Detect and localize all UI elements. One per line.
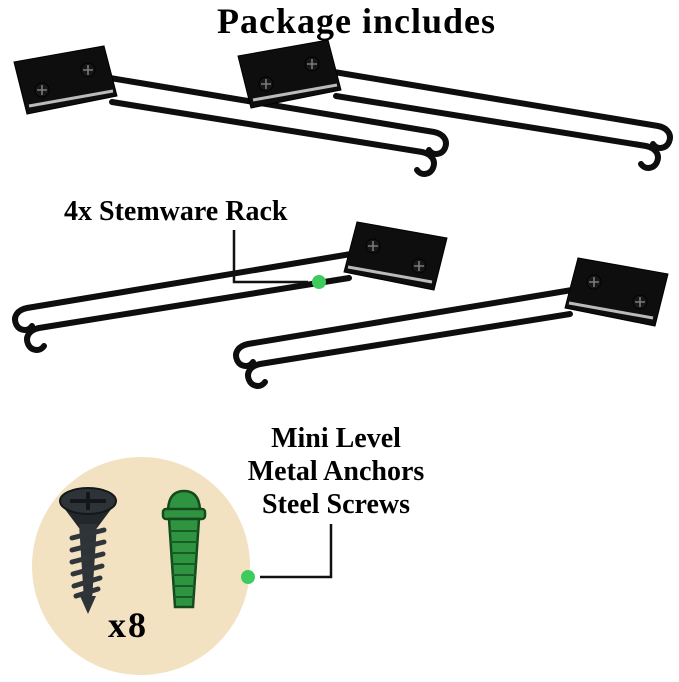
- hardware-label-line-1: Mini Level: [271, 423, 401, 454]
- stemware-rack-3: [15, 222, 447, 350]
- stemware-rack-label: 4x Stemware Rack: [64, 196, 288, 227]
- stemware-rack-1: [14, 46, 446, 174]
- hardware-label-line-3: Steel Screws: [262, 489, 410, 520]
- hardware-callout-line: [260, 524, 333, 579]
- page-title: Package includes: [216, 1, 496, 41]
- hardware-label: Mini Level Metal Anchors Steel Screws: [186, 422, 486, 521]
- hardware-quantity-label: x8: [108, 605, 148, 645]
- screw-icon: [59, 487, 117, 614]
- stemware-callout-dot-icon: [312, 275, 326, 289]
- stemware-callout-line: [232, 230, 308, 284]
- hardware-label-line-2: Metal Anchors: [247, 456, 425, 487]
- stemware-rack-4: [236, 258, 668, 386]
- hardware-callout-dot-icon: [241, 570, 255, 584]
- stemware-rack-2: [238, 40, 670, 168]
- wall-anchor-icon: [161, 489, 207, 609]
